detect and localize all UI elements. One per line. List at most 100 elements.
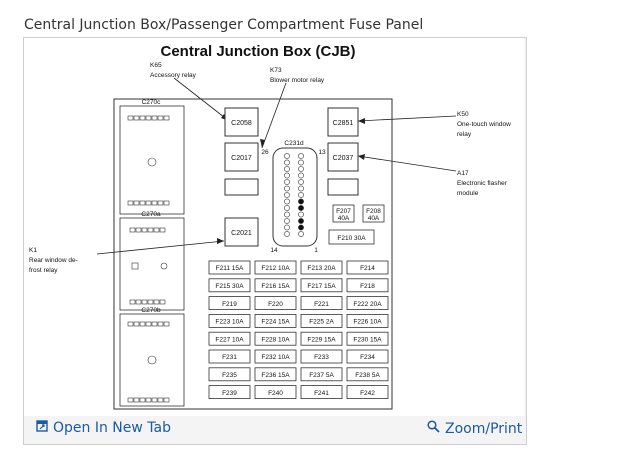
svg-text:C2021: C2021 xyxy=(231,230,252,237)
magnifier-icon xyxy=(427,420,440,437)
svg-text:K65: K65 xyxy=(150,62,162,69)
fuse-f207 xyxy=(332,204,355,223)
callout-a17: A17 Electronic flasher module xyxy=(457,170,508,197)
svg-text:C270b: C270b xyxy=(141,307,161,314)
fuse-box xyxy=(254,296,297,311)
fuse-label: F225 2A xyxy=(309,319,334,326)
fuse-box xyxy=(254,278,297,293)
fuse-box xyxy=(346,367,389,382)
fuse-box xyxy=(300,296,343,311)
svg-text:relay: relay xyxy=(457,131,472,138)
fuse-box xyxy=(208,296,251,311)
diagram-frame: Central Junction Box (CJB) K65 Accessory… xyxy=(23,37,527,445)
fuse-label: F224 15A xyxy=(261,319,290,326)
svg-text:40A: 40A xyxy=(338,215,350,222)
fuse-label: F213 20A xyxy=(307,265,336,272)
callout-k1: K1 Rear window de- frost relay xyxy=(29,247,78,274)
fuse-box xyxy=(300,349,343,364)
fuse-label: F215 30A xyxy=(215,283,244,290)
fuse-label: F235 xyxy=(222,372,237,379)
zoom-print-link[interactable]: Zoom/Print xyxy=(427,420,522,437)
fuse-label: F234 xyxy=(360,354,375,361)
callout-k65: K65 Accessory relay xyxy=(150,62,197,79)
fuse-label: F232 10A xyxy=(261,354,290,361)
fuse-box xyxy=(208,367,251,382)
svg-text:F208: F208 xyxy=(366,208,381,215)
fuse-box xyxy=(254,349,297,364)
fuse-label: F221 xyxy=(314,301,329,308)
fuse-label: F228 10A xyxy=(261,336,290,343)
open-new-tab-label: Open In New Tab xyxy=(53,420,171,436)
fuse-label: F226 10A xyxy=(353,319,382,326)
svg-text:One-touch window: One-touch window xyxy=(457,121,511,128)
fuse-box xyxy=(254,260,297,275)
fuse-label: F236 15A xyxy=(261,372,290,379)
relay-blank-left xyxy=(224,178,259,196)
leader-lines xyxy=(96,77,457,255)
fuse-box xyxy=(346,349,389,364)
fuse-label: F214 xyxy=(360,265,375,272)
relay-c2851 xyxy=(327,107,359,137)
small-fuses: F207 40A F208 40A F210 30A xyxy=(328,204,385,245)
fuse-box xyxy=(300,278,343,293)
fuse-f208 xyxy=(362,204,385,223)
fuse-box xyxy=(208,331,251,346)
fuse-label: F222 20A xyxy=(353,301,382,308)
svg-text:A17: A17 xyxy=(457,170,469,177)
fuse-label: F216 15A xyxy=(261,283,290,290)
svg-text:K50: K50 xyxy=(457,111,469,118)
fuse-box xyxy=(208,260,251,275)
open-new-tab-icon xyxy=(36,420,48,436)
svg-text:C2851: C2851 xyxy=(333,120,354,127)
svg-text:Blower motor relay: Blower motor relay xyxy=(270,77,325,84)
diagram-title: Central Junction Box (CJB) xyxy=(160,43,355,60)
callout-k50: K50 One-touch window relay xyxy=(457,111,511,138)
fuse-box xyxy=(300,385,343,400)
c270c-pins xyxy=(127,115,170,206)
connector-c270a: C270a xyxy=(119,211,185,311)
fuse-box xyxy=(254,331,297,346)
open-new-tab-link[interactable]: Open In New Tab xyxy=(36,420,171,436)
relay-c2021 xyxy=(224,217,259,247)
svg-text:C2017: C2017 xyxy=(231,155,252,162)
svg-text:frost relay: frost relay xyxy=(29,267,58,274)
fuse-label: F231 xyxy=(222,354,237,361)
c270a-pins xyxy=(129,227,168,305)
svg-text:F207: F207 xyxy=(336,208,351,215)
svg-text:Accessory relay: Accessory relay xyxy=(150,72,197,79)
fuse-box xyxy=(300,331,343,346)
fuse-box xyxy=(300,260,343,275)
svg-text:C270a: C270a xyxy=(141,211,161,218)
svg-text:26: 26 xyxy=(261,149,269,156)
fuse-box xyxy=(346,331,389,346)
fuse-label: F241 xyxy=(314,390,329,397)
fuse-f210 xyxy=(328,229,375,245)
fuse-label: F219 xyxy=(222,301,237,308)
connector-c231d: C231d 26 13 14 1 xyxy=(261,140,326,254)
fuse-label: F211 15A xyxy=(216,265,244,272)
svg-text:13: 13 xyxy=(318,149,326,156)
fuse-label: F240 xyxy=(268,390,283,397)
svg-text:K1: K1 xyxy=(29,247,37,254)
relay-c2037 xyxy=(327,142,359,172)
fuse-box xyxy=(208,313,251,328)
svg-text:K73: K73 xyxy=(270,67,282,74)
fuse-box xyxy=(346,385,389,400)
fuse-box xyxy=(208,278,251,293)
relay-boxes: C2058 C2017 C2021 C2851 C2037 xyxy=(224,107,359,247)
svg-text:C2058: C2058 xyxy=(231,120,252,127)
cjb-diagram[interactable]: Central Junction Box (CJB) K65 Accessory… xyxy=(24,38,524,416)
svg-text:Rear window de-: Rear window de- xyxy=(29,257,78,264)
relay-c2017 xyxy=(224,142,259,172)
fuse-label: F212 10A xyxy=(261,265,290,272)
fuse-box xyxy=(346,296,389,311)
fuse-label: F220 xyxy=(268,301,283,308)
fuse-box xyxy=(208,385,251,400)
svg-text:C270c: C270c xyxy=(142,99,162,106)
fuse-label: F218 xyxy=(360,283,375,290)
fuse-box xyxy=(254,367,297,382)
relay-c2058 xyxy=(224,107,259,137)
fuse-label: F229 15A xyxy=(307,336,336,343)
svg-text:C2037: C2037 xyxy=(333,155,354,162)
